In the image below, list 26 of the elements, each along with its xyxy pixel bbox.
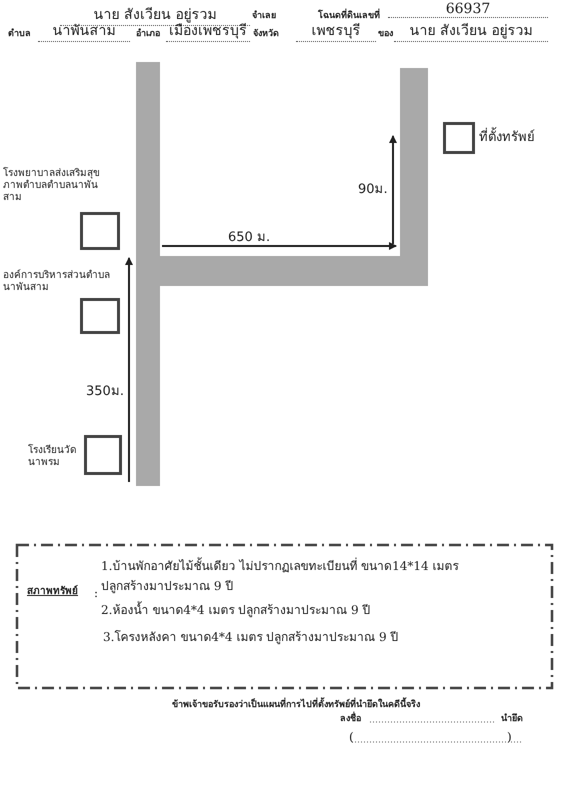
item-text: 3.โครงหลังคา ขนาด4*4 เมตร ปลูกสร้างมาประมาณ 9 ปี — [103, 629, 400, 646]
item-text: 2.ห้องน้ำ ขนาด4*4 เมตร ปลูกสร้างมาประมาณ 9 ปี — [101, 600, 372, 619]
bracket-mark: ) — [507, 730, 512, 744]
distance-label: 350ม. — [86, 383, 124, 401]
form-field-value: นาพันสาม — [38, 19, 130, 42]
distance-label: 650 ม. — [228, 229, 270, 247]
form-field-value: เพชรบุรี — [296, 19, 376, 42]
place-label: องค์การบริหารส่วนตำบลนาพันสาม — [3, 270, 111, 294]
form-caption: จำเลย — [252, 9, 276, 22]
form-caption: ตำบล — [8, 27, 31, 40]
form-caption: ของ — [378, 28, 393, 40]
form-caption: อำเภอ — [136, 27, 160, 40]
form-caption: จังหวัด — [253, 28, 279, 40]
form-caption: นำยึด — [501, 712, 523, 725]
distance-label: 90ม. — [358, 181, 388, 199]
form-field-value: นาย สังเวียน อยู่รวม — [394, 19, 548, 42]
place-label: โรงพยาบาลส่งเสริมสุขภาพตำบลตำบลนาพันสาม — [3, 168, 101, 204]
form-field-value: 66937 — [388, 1, 548, 18]
bracket-mark: ( — [349, 730, 354, 744]
form-caption: โฉนดที่ดินเลขที่ — [318, 8, 380, 22]
item-text: 1.บ้านพักอาศัยไม้ชั้นเดียว ไม่ปรากฏเลขทะเบียนที่ ขนาด14*14 เมตร ปลูกสร้างมาประมาณ 9 ปี — [101, 556, 460, 596]
colon-mark: : — [94, 586, 98, 600]
place-label: โรงเรียนวัดนาพรม — [28, 445, 77, 469]
certification-text: ข้าพเจ้าขอรับรองว่าเป็นแผนที่การไปที่ตั้งทรัพย์ที่นำยึดในคดีนี้จริง — [172, 697, 420, 711]
form-caption: ลงชื่อ — [340, 711, 361, 725]
section-heading: สภาพทรัพย์ — [27, 584, 78, 598]
